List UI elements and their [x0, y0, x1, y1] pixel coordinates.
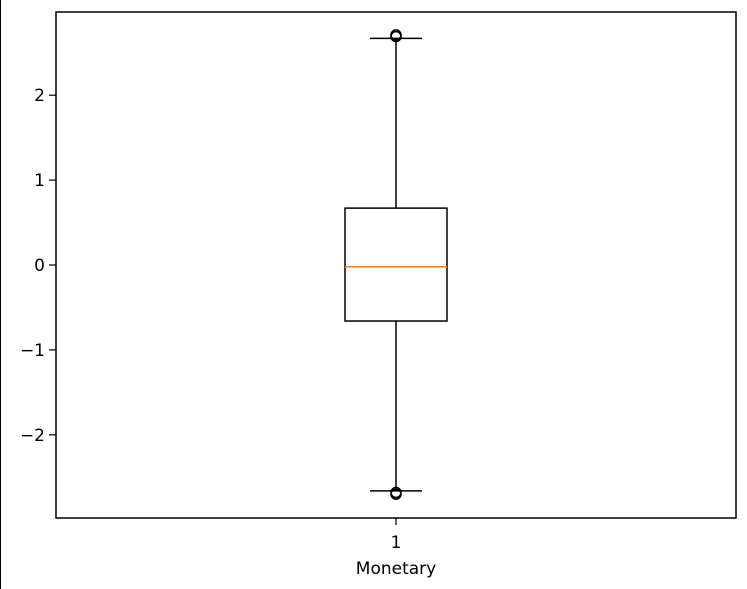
left-border-line	[0, 0, 1, 589]
box-series	[344, 29, 448, 500]
y-tick-label: −1	[20, 341, 45, 361]
y-tick-label: −2	[20, 426, 45, 446]
x-axis-label: Monetary	[356, 559, 436, 579]
outlier-point	[390, 29, 402, 41]
y-axis-ticks: −2 −1 0 1 2	[20, 86, 56, 446]
x-tick-label: 1	[391, 533, 402, 553]
interquartile-box	[344, 207, 448, 322]
y-tick-label: 2	[34, 86, 45, 106]
x-axis-ticks: 1	[391, 518, 402, 553]
y-tick-label: 0	[34, 256, 45, 276]
outlier-point	[390, 488, 402, 500]
y-tick-label: 1	[34, 171, 45, 191]
